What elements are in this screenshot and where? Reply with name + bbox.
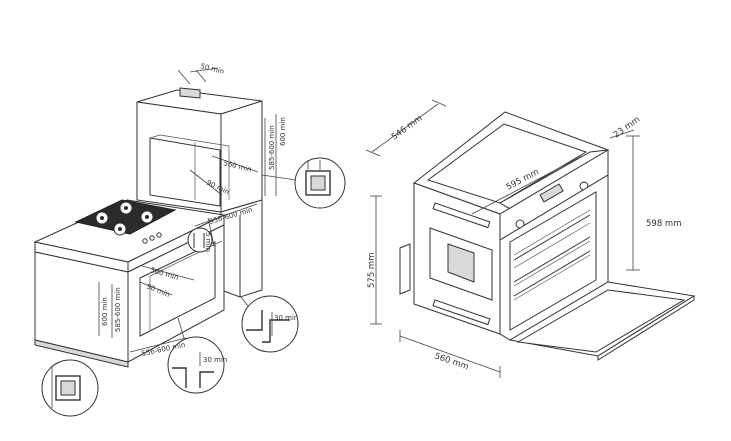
- tall-cabinet: [136, 87, 263, 298]
- detail-circle-bottom-vent: [167, 317, 225, 394]
- hob-cabinet: [33, 199, 226, 368]
- label-panel-thickness: 23 mm: [612, 115, 642, 141]
- label-side-gap: 5 min: [204, 232, 212, 252]
- detail-circle-side: [187, 227, 213, 253]
- detail-circle-bottom-left: [41, 359, 99, 417]
- label-cabinet-height-range: 585-600 min: [268, 125, 276, 170]
- oven-dimensions-figure: 546 mm 595 mm 23 mm 598 mm 575 mm 560 mm: [365, 99, 696, 378]
- cabinet-installation-figure: 50 min 560 min 585-600 min 600 min 90 mi…: [33, 62, 346, 417]
- label-vent-detail-a: 30 min: [274, 314, 298, 322]
- label-cabinet-height-min: 600 min: [279, 117, 287, 146]
- left-dimension-lines: [98, 67, 277, 353]
- label-height-body: 575 mm: [367, 253, 377, 289]
- label-vent-detail-b: 30 min: [203, 356, 227, 364]
- detail-circle-top: [261, 157, 346, 209]
- label-under-height-range: 585-600 min: [114, 287, 122, 332]
- label-height-front: 598 mm: [646, 219, 682, 229]
- label-top-gap: 50 min: [200, 62, 226, 76]
- label-depth-top: 546 mm: [390, 113, 425, 142]
- label-under-height-min: 600 min: [101, 297, 109, 326]
- detail-circle-right-vent: [239, 295, 299, 353]
